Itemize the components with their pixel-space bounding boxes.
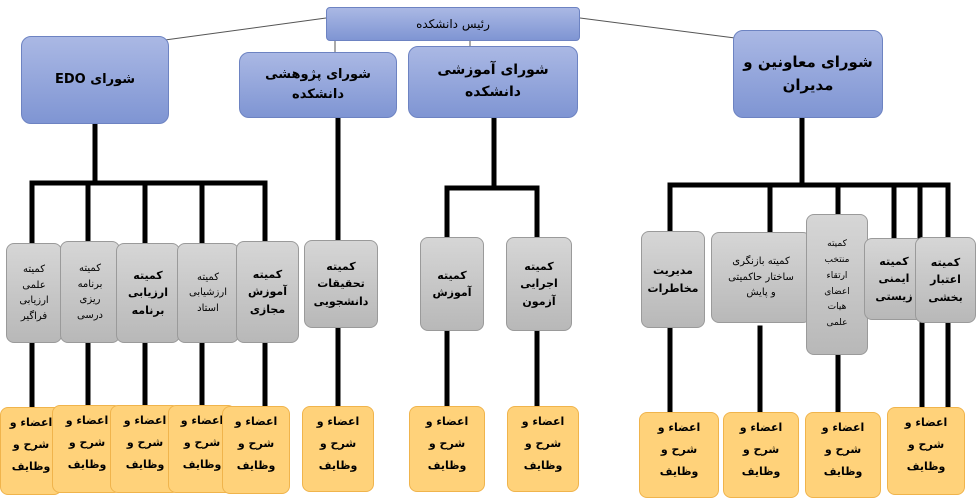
committee-accreditation: کمیته اعتبار بخشی <box>915 237 976 323</box>
committee-faculty-promotion: کمیته منتخب ارتقاء اعضای هیات علمی <box>806 214 868 355</box>
edo-council-node: شورای EDO <box>21 36 169 124</box>
committee-student-research: کمیته تحقیقات دانشجویی <box>304 240 378 328</box>
education-council-node: شورای آموزشی دانشکده <box>408 46 578 118</box>
committee-biosafety: کمیته ایمنی زیستی <box>864 238 924 320</box>
committee-education: کمیته آموزش <box>420 237 484 331</box>
duties-box: اعضاء و شرح و وظایف <box>302 406 374 492</box>
duties-box: اعضاء و شرح و وظایف <box>639 412 719 498</box>
duties-box: اعضاء و شرح و وظایف <box>222 406 290 494</box>
committee-program-evaluation: کمیته ارزیابی برنامه <box>116 243 180 343</box>
dean-node: رئیس دانشکده <box>326 7 580 41</box>
committee-risk-management: مدیریت مخاطرات <box>641 231 705 328</box>
duties-box: اعضاء و شرح و وظایف <box>507 406 579 492</box>
duties-box: اعضاء و شرح و وظایف <box>887 407 965 495</box>
duties-box: اعضاء و شرح و وظایف <box>723 412 799 498</box>
duties-box: اعضاء و شرح و وظایف <box>0 407 62 495</box>
committee-teacher-evaluation: کمیته ارزشیابی استاد <box>177 243 239 343</box>
deputies-council-node: شورای معاونین و مدیران <box>733 30 883 118</box>
committee-curriculum-planning: کمیته برنامه ریزی درسی <box>60 241 120 343</box>
duties-box: اعضاء و شرح و وظایف <box>805 412 881 498</box>
committee-virtual-education: کمیته آموزش مجازی <box>236 241 299 343</box>
committee-governance-review: کمیته بازنگری ساختار حاکمیتی و پایش <box>711 232 811 323</box>
research-council-node: شورای پژوهشی دانشکده <box>239 52 397 118</box>
committee-exam-executive: کمیته اجرایی آزمون <box>506 237 572 331</box>
duties-box: اعضاء و شرح و وظایف <box>409 406 485 492</box>
committee-faculty-evaluation: کمیته علمی ارزیابی فراگیر <box>6 243 62 343</box>
